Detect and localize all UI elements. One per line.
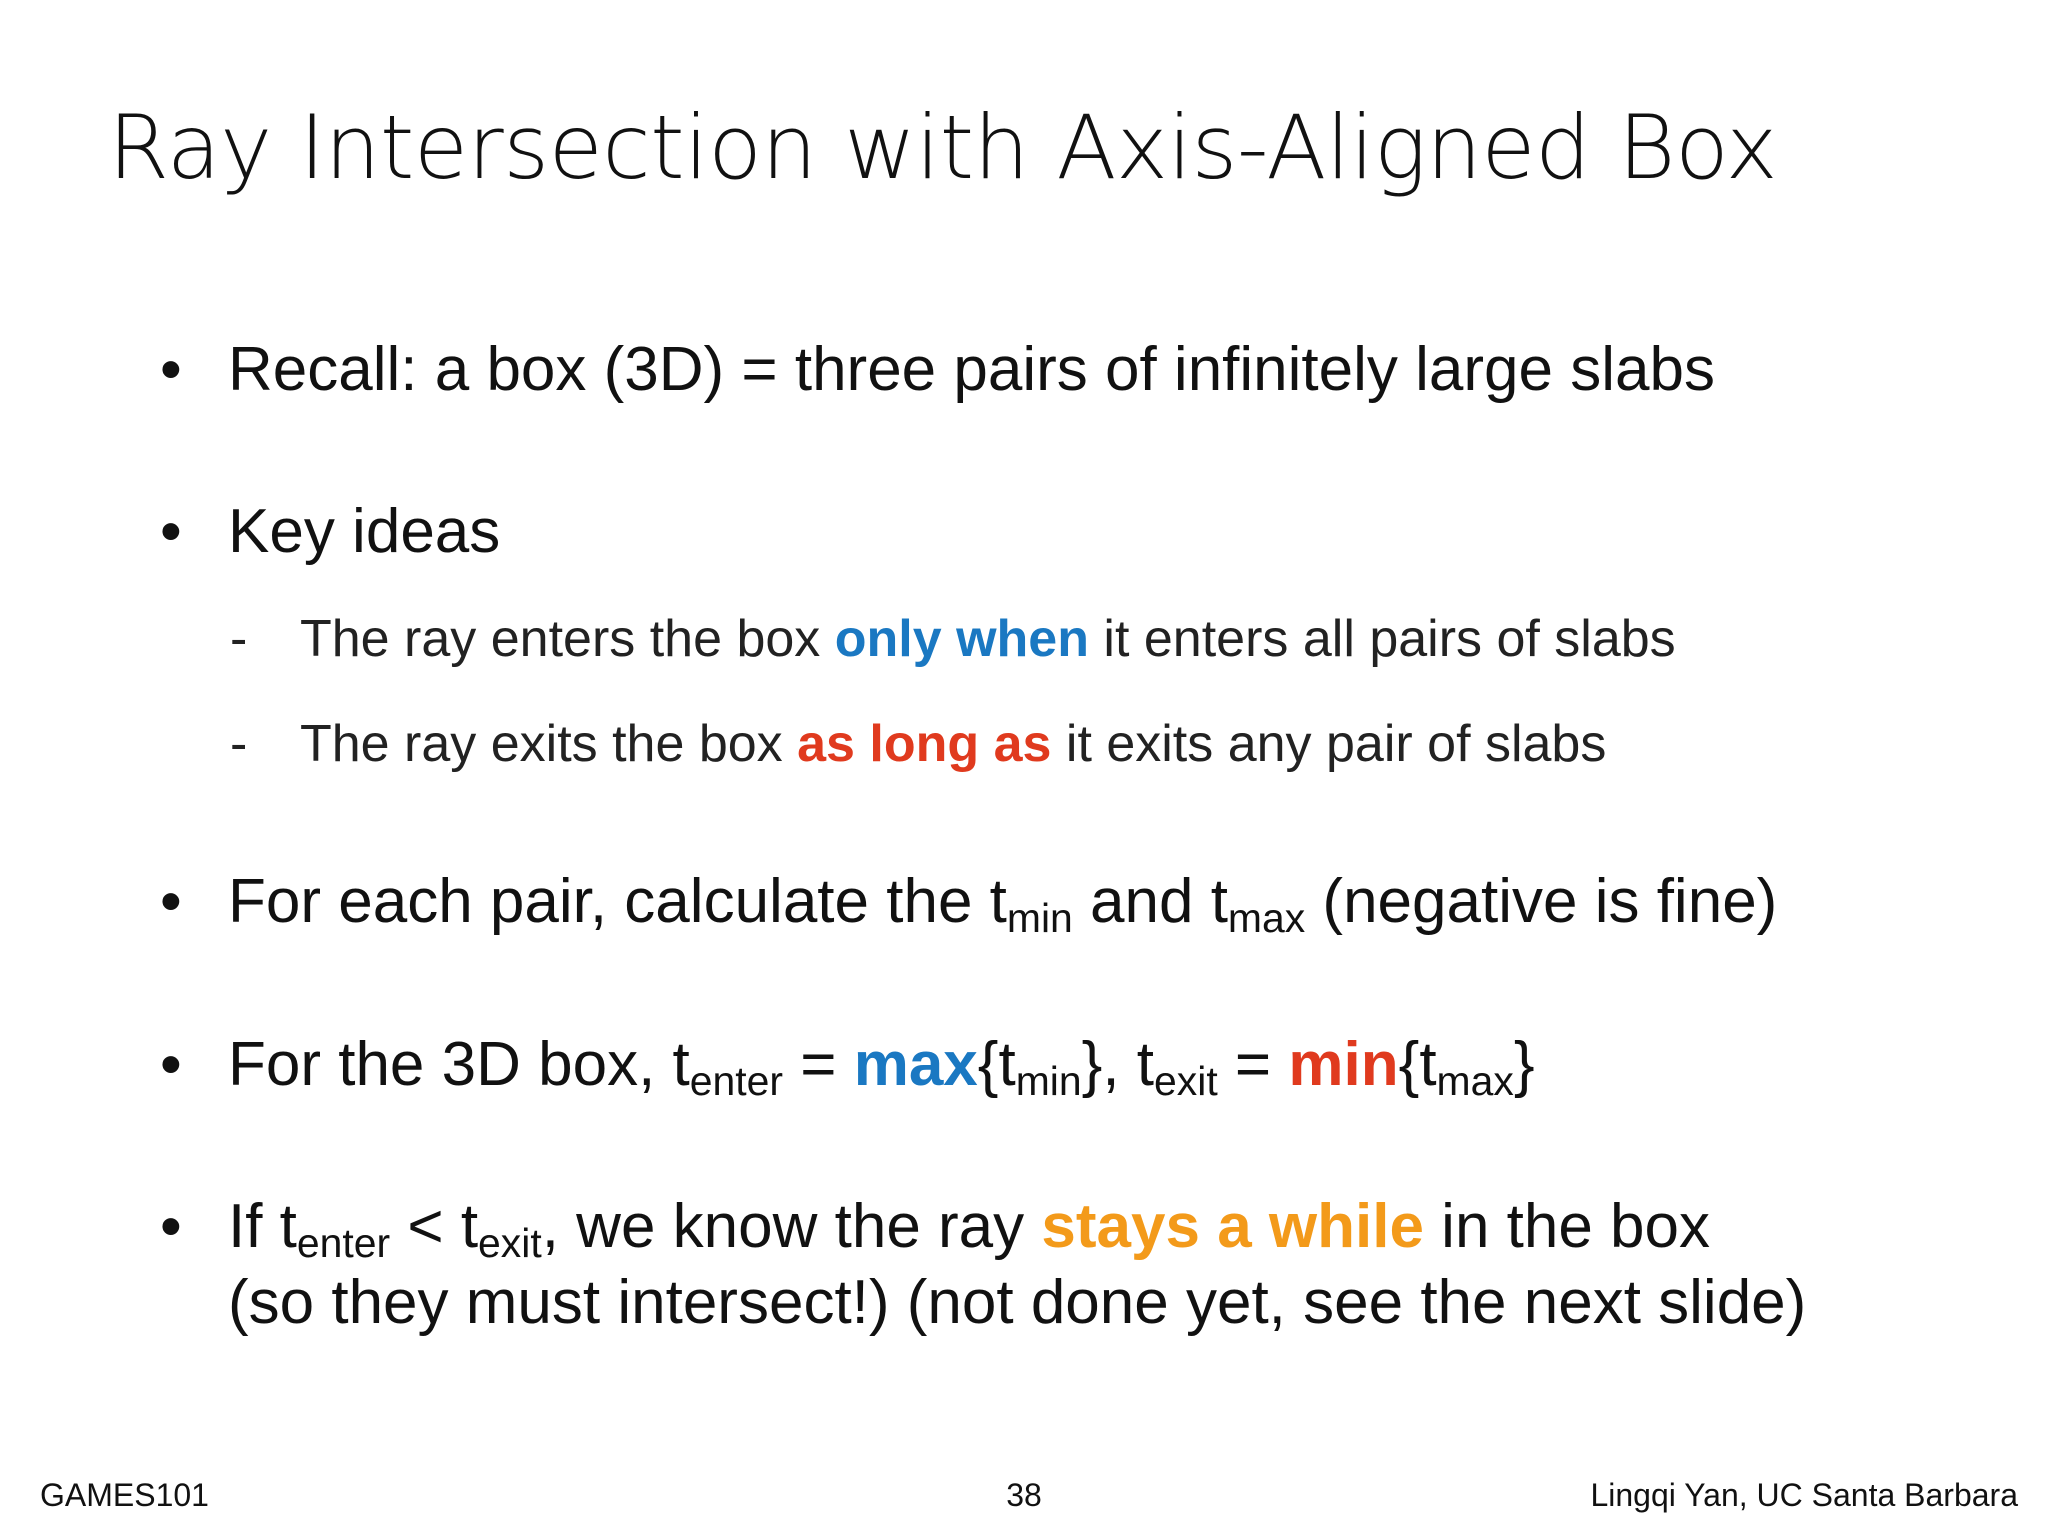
footer-page-number: 38 — [1006, 1477, 1042, 1513]
sub-exits-post: it exits any pair of slabs — [1051, 715, 1607, 773]
subscript-enter: enter — [689, 1058, 784, 1105]
condition-post: in the box — [1423, 1192, 1711, 1261]
slide-title: Ray Intersection with Axis-Aligned Box — [108, 96, 1778, 199]
each-pair-post: (negative is fine) — [1305, 867, 1778, 936]
box3d-brace2-open: {t — [1398, 1030, 1437, 1099]
highlight-stays-a-while: stays a while — [1041, 1192, 1424, 1261]
bullet-key-ideas-text: Key ideas — [228, 497, 501, 566]
bullet-recall-text: Recall: a box (3D) = three pairs of infi… — [228, 335, 1715, 404]
subscript-enter: enter — [296, 1220, 391, 1267]
condition-lt: < t — [390, 1192, 479, 1261]
bullet-key-ideas: Key ideas — [160, 494, 501, 570]
condition-pre: If t — [228, 1192, 297, 1261]
sub-enters-pre: The ray enters the box — [300, 610, 835, 668]
highlight-as-long-as: as long as — [797, 715, 1052, 773]
subscript-exit: exit — [478, 1220, 542, 1267]
highlight-min: min — [1288, 1030, 1399, 1099]
bullet-condition-line2: (so they must intersect!) (not done yet,… — [228, 1265, 1806, 1341]
subscript-max: max — [1227, 895, 1306, 942]
condition-line2-text: (so they must intersect!) (not done yet,… — [228, 1268, 1807, 1337]
each-pair-pre: For each pair, calculate the t — [228, 867, 1007, 936]
condition-mid: , we know the ray — [541, 1192, 1042, 1261]
sub-enters-post: it enters all pairs of slabs — [1088, 610, 1676, 668]
box3d-eq1: = — [783, 1030, 854, 1099]
bullet-each-pair: For each pair, calculate the tmin and tm… — [160, 864, 1778, 942]
each-pair-mid: and t — [1072, 867, 1228, 936]
box3d-brace1-close: }, t — [1081, 1030, 1155, 1099]
subscript-min: min — [1015, 1058, 1082, 1105]
sub-bullet-enters: The ray enters the box only when it ente… — [230, 607, 1676, 671]
box3d-eq2: = — [1217, 1030, 1289, 1099]
sub-bullet-exits: The ray exits the box as long as it exit… — [230, 712, 1607, 776]
highlight-max: max — [853, 1030, 978, 1099]
box3d-brace1-open: {t — [977, 1030, 1016, 1099]
bullet-3d-box: For the 3D box, tenter = max{tmin}, texi… — [160, 1027, 1535, 1105]
bullet-condition: If tenter < texit, we know the ray stays… — [160, 1189, 1711, 1267]
subscript-max: max — [1436, 1058, 1514, 1105]
sub-exits-pre: The ray exits the box — [300, 715, 798, 773]
highlight-only-when: only when — [834, 610, 1089, 668]
footer-author: Lingqi Yan, UC Santa Barbara — [1590, 1477, 2018, 1513]
subscript-exit: exit — [1154, 1058, 1218, 1105]
subscript-min: min — [1006, 895, 1073, 942]
footer-course: GAMES101 — [40, 1477, 209, 1513]
box3d-brace2-close: } — [1513, 1030, 1535, 1099]
bullet-recall: Recall: a box (3D) = three pairs of infi… — [160, 332, 1715, 408]
box3d-pre: For the 3D box, t — [228, 1030, 690, 1099]
